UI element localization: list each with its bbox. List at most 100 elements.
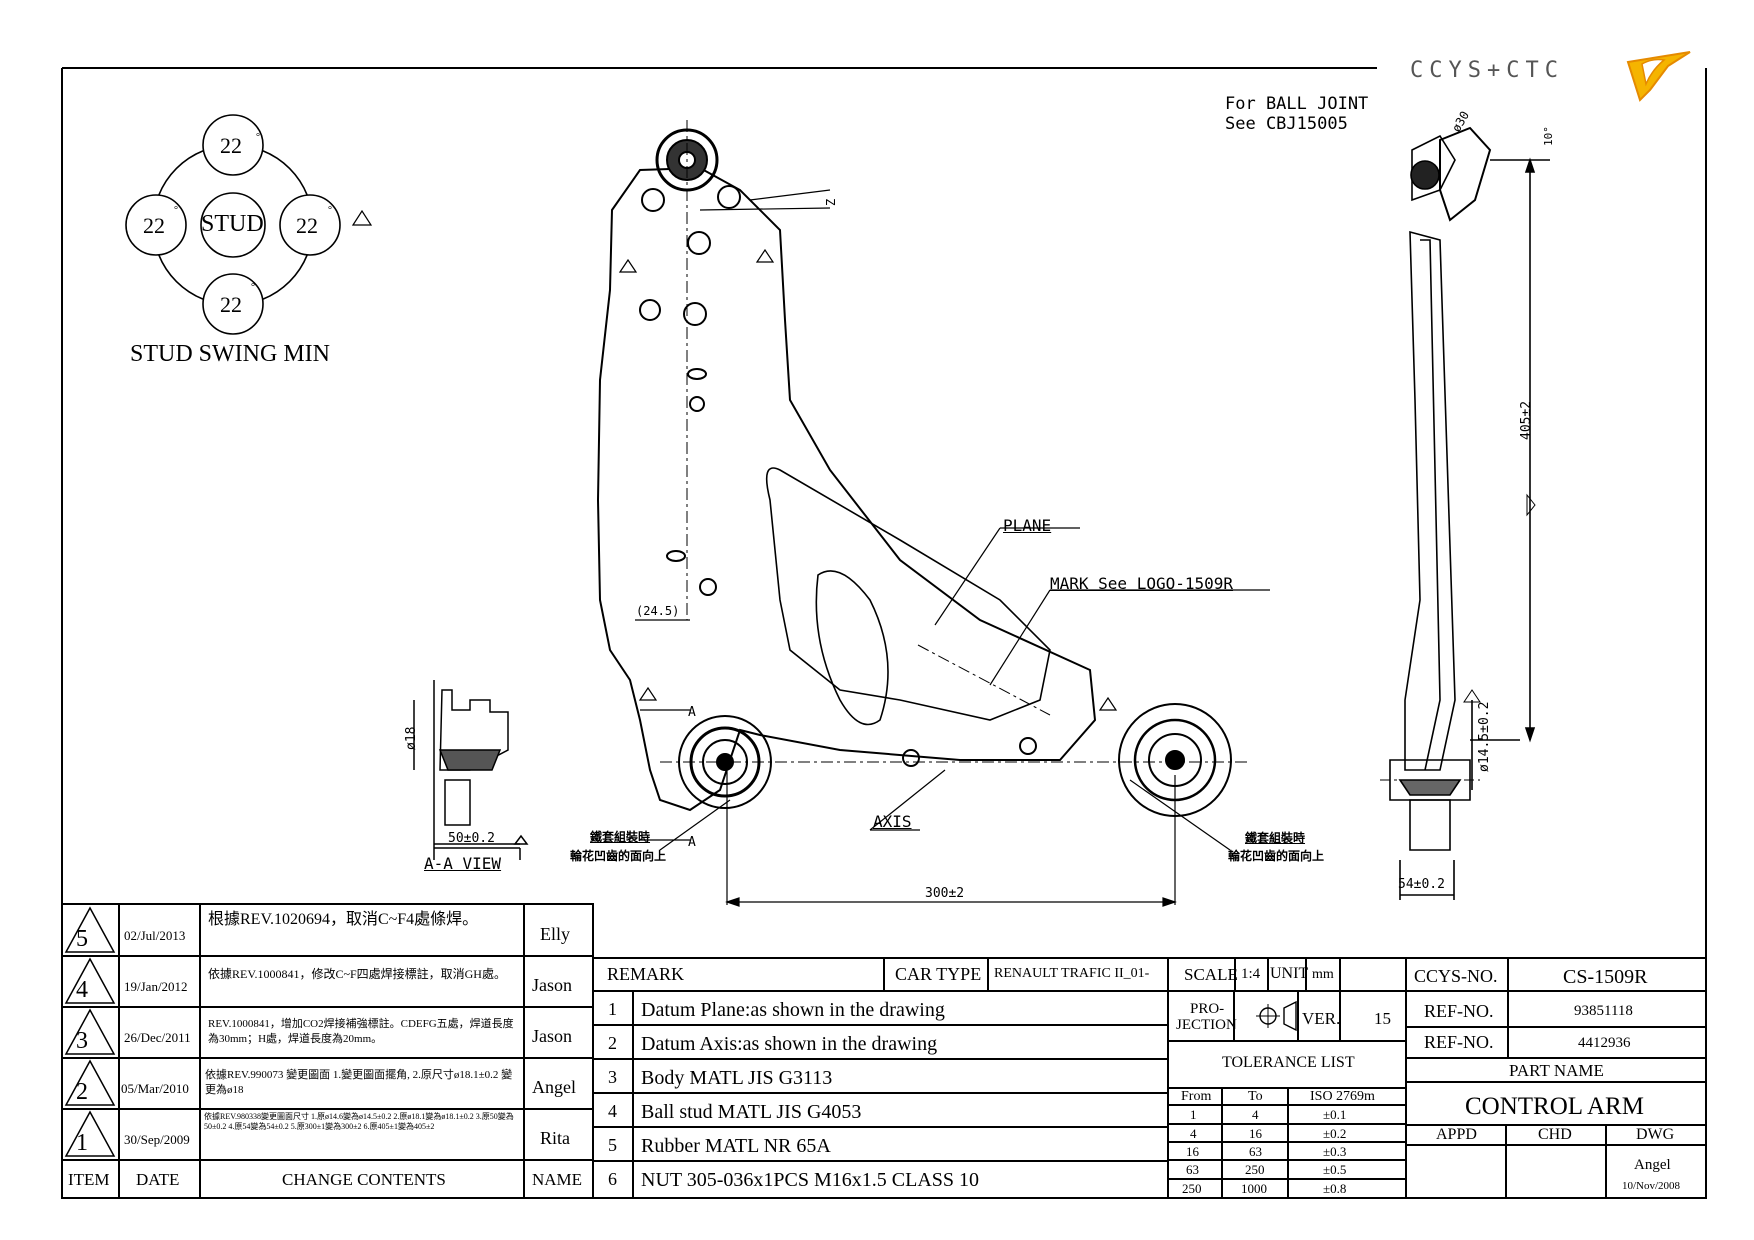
tolerance-header-iso: ISO 2769m (1310, 1089, 1375, 1104)
dimension-50: 50±0.2 (448, 831, 495, 846)
dimension-405: 405±2 (1519, 400, 1534, 440)
tolerance-to: 1000 (1241, 1181, 1267, 1196)
tolerance-value: ±0.2 (1323, 1126, 1347, 1141)
dimension-14-5: ø14.5±0.2 (1477, 701, 1492, 772)
degree-mark: ° (174, 205, 178, 216)
car-type-label: CAR TYPE (895, 964, 982, 984)
stud-swing-bottom-value: 22 (220, 292, 242, 317)
revision-date-4: 19/Jan/2012 (124, 979, 188, 994)
dimension-10-deg: 10° (1542, 126, 1555, 146)
revision-item-4: 4 (76, 977, 88, 1003)
ref-no-label-2: REF-NO. (1424, 1032, 1494, 1052)
revision-content-3: REV.1000841，增加CO2焊接補強標註。CDEFG五處，焊道長度為30m… (208, 1018, 514, 1045)
car-type-value: RENAULT TRAFIC II_01- (994, 966, 1150, 981)
remark-text-6: NUT 305-036x1PCS M16x1.5 CLASS 10 (641, 1169, 980, 1191)
revision-name-4: Jason (532, 975, 572, 995)
revision-date-3: 26/Dec/2011 (124, 1030, 191, 1045)
aa-view-label: A-A VIEW (424, 854, 502, 873)
remark-no-6: 6 (608, 1169, 617, 1189)
tolerance-from: 1 (1190, 1107, 1197, 1122)
remark-text-4: Ball stud MATL JIS G4053 (641, 1101, 862, 1123)
remark-no-4: 4 (608, 1101, 617, 1121)
revision-content-5: 根據REV.1020694，取消C~F4處條焊。 (208, 911, 479, 928)
scale-value: 1:4 (1241, 966, 1261, 982)
tolerance-to: 16 (1249, 1126, 1262, 1141)
bush-right-note-line1: 鐵套組裝時 (1245, 831, 1306, 845)
control-arm-view (596, 120, 1250, 817)
projection-label-1: PRO- (1190, 1001, 1225, 1017)
scale-label: SCALE (1184, 965, 1238, 984)
revision-name-2: Angel (532, 1077, 576, 1097)
stud-swing-left-value: 22 (143, 213, 165, 238)
section-a-marker: A (688, 705, 696, 720)
chd-label: CHD (1538, 1126, 1572, 1143)
revision-table-grid (61, 903, 594, 1199)
tolerance-to: 63 (1249, 1144, 1262, 1159)
degree-mark: ° (251, 282, 255, 293)
tolerance-from: 4 (1190, 1126, 1197, 1141)
bush-left-note-line2: 輪花凹齒的面向上 (570, 849, 667, 863)
revision-content-2: 依據REV.990073 變更圖面 1.變更圖面擺角, 2.原尺寸ø18.1±0… (205, 1069, 513, 1096)
dimension-300: 300±2 (925, 886, 965, 901)
stud-swing-title: STUD SWING MIN (130, 341, 330, 367)
dimension-18: ø18 (404, 726, 419, 750)
stud-label: STUD (201, 211, 264, 237)
axis-label: AXIS (873, 812, 912, 831)
part-name-label: PART NAME (1509, 1061, 1604, 1080)
degree-mark: ° (256, 132, 260, 143)
ref-no-label-1: REF-NO. (1424, 1001, 1494, 1021)
part-name-value: CONTROL ARM (1465, 1093, 1644, 1120)
section-a-marker: A (688, 835, 696, 850)
tolerance-from: 16 (1186, 1144, 1199, 1159)
projection-label-2: JECTION (1176, 1017, 1237, 1033)
tolerance-to: 250 (1245, 1162, 1265, 1177)
dimension-z: Z (824, 198, 838, 206)
stud-swing-right-value: 22 (296, 213, 318, 238)
ccys-no-label: CCYS-NO. (1414, 966, 1498, 986)
tolerance-value: ±0.5 (1323, 1162, 1347, 1177)
appd-label: APPD (1436, 1126, 1477, 1143)
remark-text-5: Rubber MATL NR 65A (641, 1135, 831, 1157)
tolerance-title: TOLERANCE LIST (1222, 1054, 1355, 1071)
revision-item-1: 1 (76, 1130, 88, 1156)
revision-name-5: Elly (540, 924, 570, 944)
dimension-54: 54±0.2 (1398, 877, 1445, 892)
remark-no-3: 3 (608, 1067, 617, 1087)
dwg-label: DWG (1636, 1126, 1675, 1143)
stud-swing-diagram (125, 114, 373, 335)
bush-right-note-line2: 輪花凹齒的面向上 (1228, 849, 1325, 863)
revision-item-5: 5 (76, 926, 88, 952)
dimension-24-5: (24.5) (636, 604, 680, 618)
side-view (1380, 126, 1550, 900)
remark-header: REMARK (607, 964, 685, 984)
revision-item-2: 2 (76, 1079, 88, 1105)
revision-header-content: CHANGE CONTENTS (282, 1170, 446, 1189)
revision-header-item: ITEM (68, 1170, 110, 1189)
tolerance-value: ±0.3 (1323, 1144, 1347, 1159)
degree-mark: ° (328, 205, 332, 216)
title-block-grid (592, 957, 1707, 1199)
tolerance-from: 63 (1186, 1162, 1199, 1177)
remark-text-3: Body MATL JIS G3113 (641, 1067, 833, 1089)
tolerance-value: ±0.1 (1323, 1107, 1347, 1122)
ref-no-value-2: 4412936 (1578, 1035, 1631, 1051)
remark-text-2: Datum Axis:as shown in the drawing (641, 1033, 938, 1055)
revision-name-1: Rita (540, 1128, 570, 1148)
remark-no-2: 2 (608, 1033, 617, 1053)
company-logo: CCYS+CTC (1410, 58, 1564, 83)
mark-label: MARK See LOGO-1509R (1050, 574, 1234, 593)
dimension-lines (635, 189, 1270, 907)
tolerance-value: ±0.8 (1323, 1181, 1347, 1196)
revision-date-2: 05/Mar/2010 (121, 1081, 189, 1096)
stud-swing-top-value: 22 (220, 133, 242, 158)
tolerance-to: 4 (1252, 1107, 1259, 1122)
revision-item-3: 3 (76, 1028, 88, 1054)
revision-header-date: DATE (136, 1170, 180, 1189)
revision-content-4: 依據REV.1000841，修改C~F四處焊接標註，取消GH處。 (208, 967, 506, 981)
ver-value: 15 (1374, 1009, 1391, 1028)
drawn-date: 10/Nov/2008 (1622, 1180, 1681, 1192)
ball-joint-note-line2: See CBJ15005 (1225, 114, 1348, 134)
aa-section-view (413, 680, 529, 860)
ball-joint-note-line1: For BALL JOINT (1225, 94, 1369, 114)
